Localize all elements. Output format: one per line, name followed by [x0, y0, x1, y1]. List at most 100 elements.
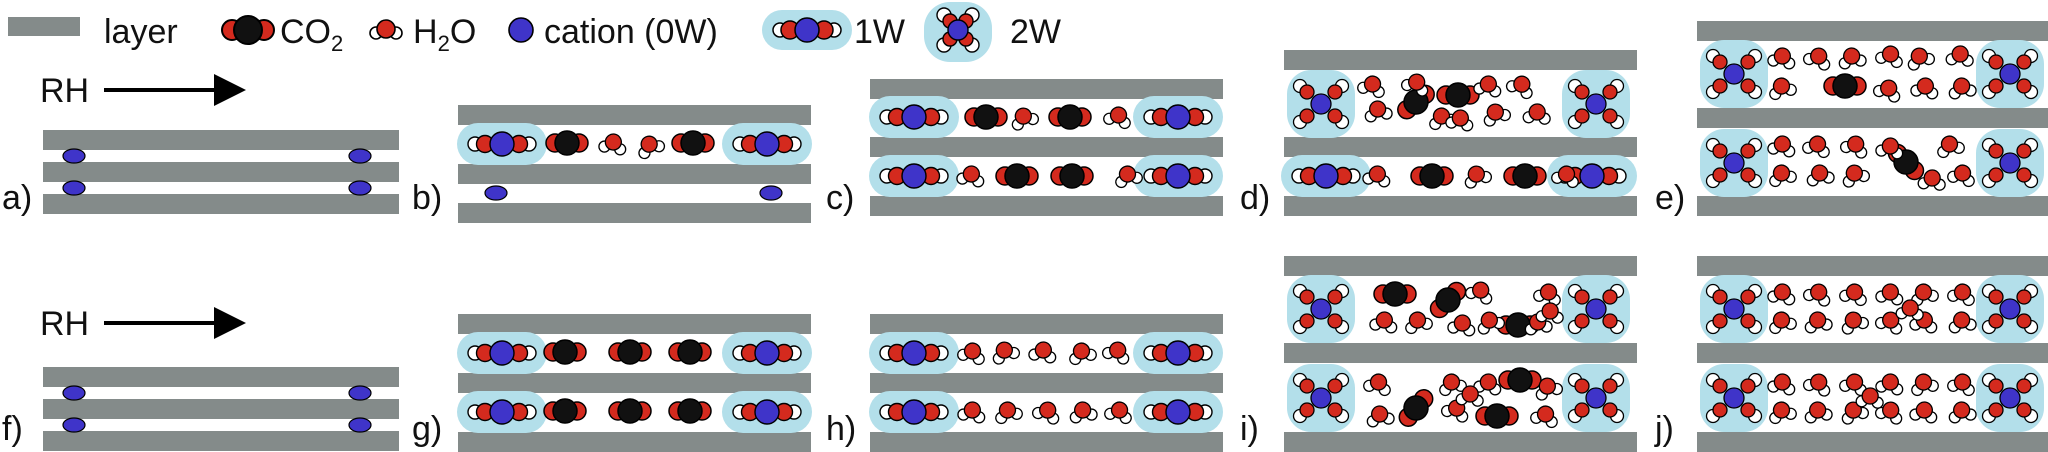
clay-layer [458, 432, 811, 452]
oxygen-atom [1740, 289, 1756, 305]
oxygen-atom [1845, 164, 1863, 182]
oxygen-atom [1772, 311, 1791, 329]
oxygen-atom [998, 401, 1017, 419]
carbon-atom [1004, 163, 1030, 189]
carbon-atom [1382, 281, 1408, 307]
cation-atom [754, 399, 780, 425]
clay-layer [458, 314, 811, 334]
cation-1w-complex-icon [1133, 155, 1223, 197]
h2o-molecule-icon [1875, 137, 1904, 160]
co2-molecule-icon [543, 339, 587, 365]
oxygen-atom [1880, 79, 1898, 97]
h2o-molecule-icon [1842, 164, 1871, 188]
oxygen-atom [1327, 378, 1343, 394]
carbon-atom [1435, 287, 1461, 313]
carbon-atom [680, 130, 706, 156]
h2o-molecule-icon [1804, 401, 1833, 424]
oxygen-atom [1953, 164, 1972, 182]
cation-2w-complex-icon [1562, 364, 1630, 432]
co2-molecule-icon [1410, 163, 1454, 189]
h2o-molecule-icon [1369, 311, 1398, 334]
h2o-molecule-icon [1464, 165, 1493, 189]
h2o-molecule-icon [1366, 405, 1395, 428]
oxygen-atom [2016, 378, 2032, 394]
oxygen-atom [1479, 75, 1497, 93]
clay-layer [43, 399, 399, 419]
oxygen-atom [1408, 311, 1427, 329]
oxygen-atom [2016, 313, 2032, 329]
cation-0w-icon [348, 417, 372, 433]
oxygen-atom [1528, 103, 1546, 121]
co2-molecule-icon [668, 398, 712, 424]
clay-layer [1697, 108, 2048, 128]
oxygen-atom [1845, 373, 1864, 391]
clay-layer [870, 79, 1223, 99]
h2o-molecule-icon [598, 133, 627, 156]
oxygen-atom [1988, 167, 2004, 183]
panel-label-j: j) [1654, 410, 1674, 448]
cation-2w-complex-icon [1700, 129, 1768, 197]
oxygen-atom [1882, 401, 1900, 419]
oxygen-atom [1953, 401, 1971, 419]
panel-label-d: d) [1240, 179, 1270, 217]
oxygen-atom [1538, 377, 1556, 395]
h2o-molecule-icon [1937, 135, 1965, 159]
cation-1w-complex-icon [1281, 155, 1371, 197]
h2o-molecule-icon [1838, 47, 1867, 70]
oxygen-atom [1574, 84, 1590, 100]
h2o-molecule-icon [1447, 314, 1476, 337]
oxygen-atom [1810, 283, 1828, 301]
oxygen-atom [1299, 378, 1315, 394]
cation-0w-icon [62, 180, 86, 196]
oxygen-atom [1988, 313, 2004, 329]
oxygen-atom [1988, 54, 2004, 70]
clay-layer [870, 432, 1223, 452]
co2-molecule-icon [1498, 367, 1542, 393]
h2o-molecule-icon [1917, 169, 1946, 191]
cation-atom [489, 131, 515, 157]
oxygen-atom [1327, 402, 1343, 418]
h2o-molecule-icon [1911, 283, 1939, 307]
h2o-molecule-icon [1802, 47, 1831, 71]
carbon-atom [554, 130, 580, 156]
cation-2w-complex-icon [1700, 364, 1768, 432]
cation-atom [1165, 399, 1191, 425]
co2-molecule-icon [1373, 281, 1417, 307]
h2o-molecule-icon [1802, 135, 1830, 159]
cation-atom [1165, 340, 1191, 366]
oxygen-atom [1988, 378, 2004, 394]
oxygen-atom [1808, 135, 1827, 153]
carbon-atom [677, 398, 703, 424]
carbon-atom [1059, 163, 1085, 189]
oxygen-atom [1740, 313, 1756, 329]
oxygen-atom [1772, 401, 1791, 419]
panel-i [1284, 256, 1637, 452]
cation-0w-icon [484, 185, 508, 201]
oxygen-atom [1712, 54, 1728, 70]
co2-molecule-icon [543, 398, 587, 424]
carbon-atom [1512, 163, 1538, 189]
panel-label-i: i) [1240, 410, 1259, 448]
h2o-molecule-icon [1767, 283, 1796, 306]
h2o-molecule-icon [1031, 401, 1060, 425]
oxygen-atom [1118, 165, 1137, 183]
cation-2w-complex-icon [1287, 364, 1355, 432]
oxygen-atom [2016, 78, 2032, 94]
panel-label-b: b) [412, 179, 442, 217]
h2o-molecule-icon [1895, 299, 1924, 321]
oxygen-atom [1881, 137, 1899, 155]
clay-layer [458, 164, 811, 184]
cation-atom [1579, 163, 1605, 189]
cation-atom [1313, 163, 1339, 189]
oxygen-atom [2016, 143, 2032, 159]
legend-co2-text: CO2 [280, 13, 343, 56]
oxygen-atom [1299, 289, 1315, 305]
legend-1w-icon [762, 10, 852, 50]
panel-f [43, 367, 399, 451]
oxygen-atom [1602, 84, 1618, 100]
legend-co2-icon [221, 15, 275, 45]
oxygen-atom [1773, 373, 1791, 391]
cation-1w-complex-icon [457, 123, 547, 165]
panel-c [869, 79, 1223, 216]
